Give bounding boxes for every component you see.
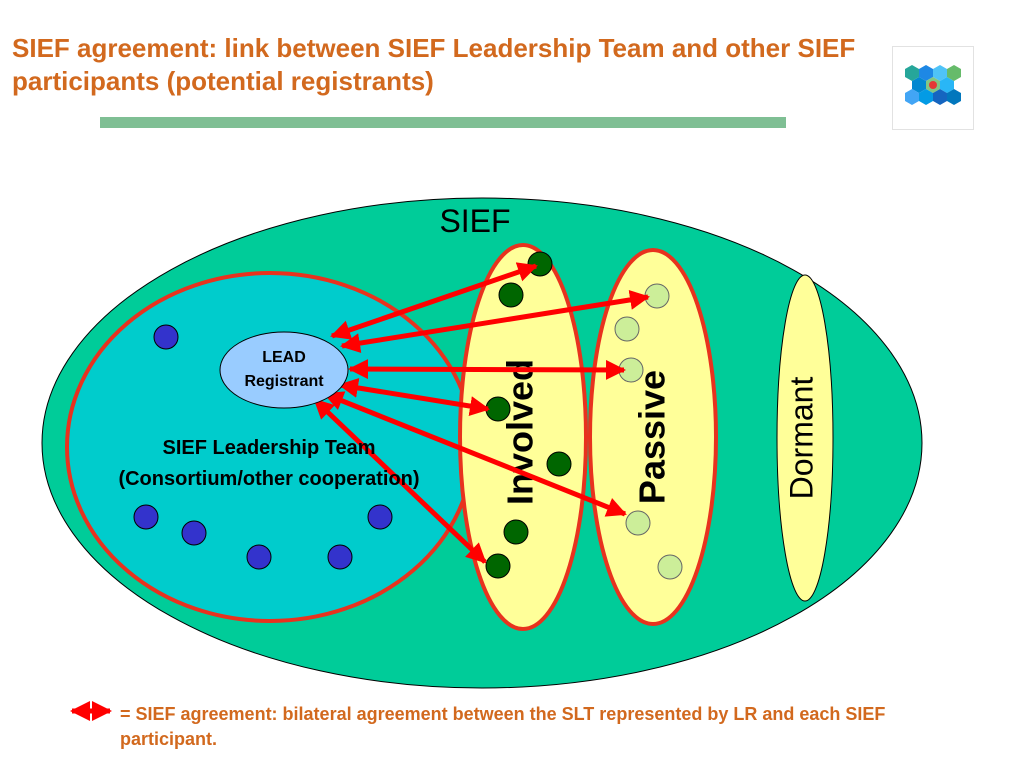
slt-member-dot bbox=[133, 504, 159, 530]
involved-member-dot bbox=[503, 519, 529, 545]
dormant-label: Dormant bbox=[783, 377, 819, 500]
legend-arrow bbox=[70, 701, 112, 721]
logo-hexagons bbox=[905, 65, 961, 105]
dormant-ellipse bbox=[776, 274, 834, 602]
slt-member-dot bbox=[246, 544, 272, 570]
agreement-arrow bbox=[348, 359, 626, 380]
hexagon-logo-icon bbox=[892, 46, 974, 130]
agreement-arrow bbox=[340, 289, 650, 354]
slt-member-dot bbox=[327, 544, 353, 570]
title-underline bbox=[100, 117, 786, 128]
passive-member-dot bbox=[614, 316, 640, 342]
page-title: SIEF agreement: link between SIEF Leader… bbox=[12, 33, 856, 96]
sief-diagram: SIEF Involved Passive Dormant bbox=[41, 197, 923, 689]
involved-label: Involved bbox=[500, 359, 541, 505]
slt-member-dot bbox=[153, 324, 179, 350]
lead-label-line1: LEAD bbox=[262, 349, 306, 366]
slt-member-dot bbox=[181, 520, 207, 546]
passive-label: Passive bbox=[632, 370, 673, 504]
involved-member-dot bbox=[546, 451, 572, 477]
passive-member-dot bbox=[644, 283, 670, 309]
sief-label: SIEF bbox=[439, 203, 510, 239]
slt-label-line2: (Consortium/other cooperation) bbox=[118, 468, 419, 490]
involved-member-dot bbox=[498, 282, 524, 308]
involved-member-dot bbox=[527, 251, 553, 277]
involved-member-dot bbox=[485, 396, 511, 422]
lead-registrant-ellipse bbox=[219, 331, 349, 409]
legend-caption: = SIEF agreement: bilateral agreement be… bbox=[120, 704, 886, 749]
involved-member-dot bbox=[485, 553, 511, 579]
lead-label-line2: Registrant bbox=[244, 373, 324, 390]
passive-member-dot bbox=[625, 510, 651, 536]
agreement-arrow bbox=[313, 398, 487, 564]
slt-label-line1: SIEF Leadership Team bbox=[162, 437, 375, 459]
passive-member-dot bbox=[657, 554, 683, 580]
slt-member-dot bbox=[367, 504, 393, 530]
sief-agreement-arrows bbox=[313, 262, 650, 564]
